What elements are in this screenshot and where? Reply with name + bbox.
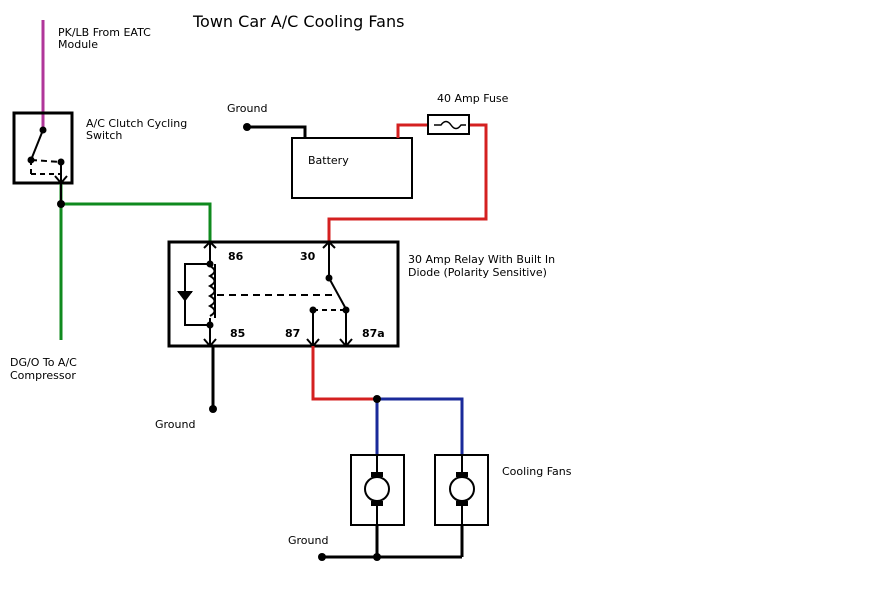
ground-top-wire [247,125,307,138]
switch-label-1: A/C Clutch Cycling [86,117,187,130]
relay-box [167,240,400,348]
eatc-label-2: Module [58,38,98,51]
red-wire-battery [327,123,488,242]
battery-label: Battery [308,154,349,167]
blue-wire [375,397,464,455]
ground-top-label: Ground [227,102,267,115]
relay-label-1: 30 Amp Relay With Built In [408,253,555,266]
diagram-title: Town Car A/C Cooling Fans [192,12,404,31]
pin-30-label: 30 [300,250,316,263]
green-wire [59,184,212,340]
pin-85-label: 85 [230,327,245,340]
fuse-symbol [427,114,470,135]
fan-ground-junction [373,553,381,561]
red-wire-fans [311,346,377,401]
ground-relay-label: Ground [155,418,195,431]
relay-label-2: Diode (Polarity Sensitive) [408,266,547,279]
pin-87-label: 87 [285,327,300,340]
compressor-label-1: DG/O To A/C [10,356,77,369]
junction-dot [57,200,65,208]
ground-fans-label: Ground [288,534,328,547]
relay-ground-dot [209,405,217,413]
switch-label-2: Switch [86,129,122,142]
cooling-fans-label: Cooling Fans [502,465,572,478]
eatc-label-1: PK/LB From EATC [58,26,151,39]
battery-box [291,137,413,199]
fan-ground-wire [322,525,464,559]
compressor-label-2: Compressor [10,369,76,382]
fuse-label: 40 Amp Fuse [437,92,509,105]
fan-ground-dot [318,553,326,561]
cooling-fan-2 [434,454,489,526]
pin-87a-label: 87a [362,327,385,340]
relay-internals [177,240,353,348]
fan-junction-dot [373,395,381,403]
pin-86-label: 86 [228,250,244,263]
cooling-fan-1 [350,454,405,526]
relay-dots [206,260,350,329]
